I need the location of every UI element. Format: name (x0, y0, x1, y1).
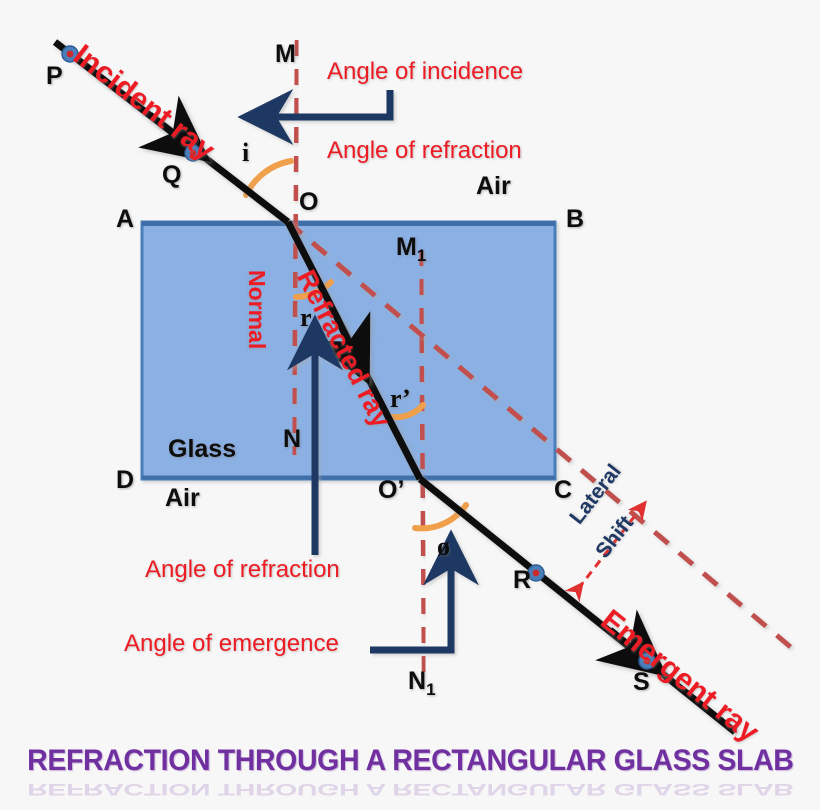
annotation-angle-of-incidence: Angle of incidence (327, 58, 524, 85)
annotation-angle-of-emergence: Angle of emergence (124, 630, 339, 657)
point-label-M: M (275, 40, 296, 68)
point-label-N: N (283, 425, 302, 453)
point-label-A: A (116, 205, 135, 233)
point-label-M1-letter: M (396, 233, 417, 261)
angle-arc-r (293, 279, 334, 300)
medium-label-air-top: Air (476, 172, 511, 200)
normal-line-MN (291, 39, 300, 456)
incident-ray-extension (286, 220, 802, 657)
point-label-R: R (513, 566, 532, 594)
point-label-M1-subscript: 1 (416, 246, 427, 265)
angle-label-r: r (300, 303, 312, 332)
medium-label-air-bottom: Air (165, 484, 200, 512)
point-label-C: C (554, 476, 573, 504)
connector-angle-of-incidence (237, 89, 394, 145)
angle-arc-i (243, 158, 294, 198)
angle-label-i: i (242, 138, 250, 167)
angle-label-phi: ø (437, 532, 450, 561)
point-label-N1: N1 (408, 667, 436, 699)
point-label-P: P (46, 62, 63, 90)
point-label-B: B (566, 205, 585, 233)
annotation-connectors (237, 89, 479, 654)
normal-lines (291, 39, 427, 673)
connector-angle-of-emergence (370, 529, 479, 654)
medium-label-glass: Glass (168, 435, 237, 463)
annotation-angle-of-refraction-bottom: Angle of refraction (145, 556, 340, 583)
angle-label-r-prime: r’ (390, 384, 411, 413)
point-label-Q: Q (162, 161, 182, 189)
point-label-D: D (116, 466, 135, 494)
page-title: REFRACTION THROUGH A RECTANGULAR GLASS S… (26, 744, 794, 777)
page-title-wrap: REFRACTION THROUGH A RECTANGULAR GLASS S… (0, 744, 820, 778)
point-label-N1-letter: N (408, 667, 427, 695)
point-label-S: S (633, 668, 650, 696)
emergent-ray-line (417, 476, 738, 735)
point-label-M1: M1 (396, 233, 427, 265)
lateral-shift-arrow (564, 500, 647, 603)
angle-arc-r-prime (389, 402, 426, 421)
point-label-O: O (299, 188, 319, 216)
point-label-N1-subscript: 1 (426, 680, 436, 699)
normal-line-M1N1 (418, 249, 427, 673)
ray-point-markers (61, 45, 656, 670)
point-label-O-prime: O’ (378, 476, 405, 504)
ray-label-normal: Normal (244, 270, 270, 350)
annotation-angle-of-refraction-top: Angle of refraction (327, 137, 522, 164)
